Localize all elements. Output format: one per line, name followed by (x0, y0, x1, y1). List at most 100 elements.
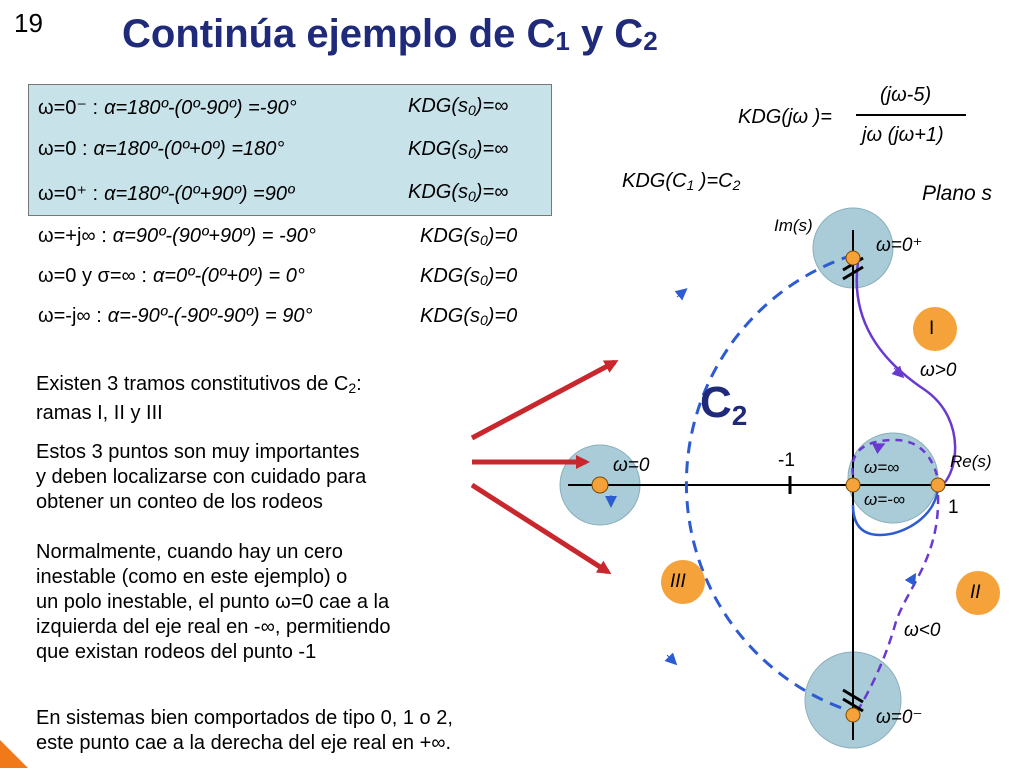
kdg-c1-end: )=C (694, 170, 733, 192)
re-axis-label: Re(s) (950, 452, 992, 471)
kdg-text: KDG(s (420, 305, 480, 327)
para4-line: En sistemas bien comportados de tipo 0, … (36, 707, 453, 729)
kdg-sub: 0 (480, 272, 488, 288)
badge-II (956, 571, 1000, 615)
point-winf (845, 477, 861, 493)
condition-row: ω=0⁻ :α=180º-(0º-90º) =-90° KDG(s0)=∞ (38, 95, 508, 120)
omega-condition: ω=+j∞ : (38, 225, 107, 247)
kdg-value: KDG(s0)=0 (420, 225, 517, 248)
badge-I (913, 307, 957, 351)
alpha-expression: α=0º-(0º+0º) = 0° (152, 265, 305, 287)
w0-label: ω=0 (613, 455, 650, 476)
omega-condition: ω=0⁺ : (38, 183, 99, 205)
kdg-end: )=∞ (475, 95, 509, 117)
formula-lhs: KDG(jω )= (738, 106, 832, 128)
kdg-c1-sub: 1 (686, 177, 695, 193)
branch-III-label: III (670, 571, 686, 592)
condition-row: ω=+j∞ :α=90º-(90º+90º) = -90° KDG(s0)=0 (38, 225, 517, 248)
kdg-sub: 0 (468, 188, 476, 204)
kdg-end: )=0 (487, 225, 518, 247)
point-one (930, 477, 946, 493)
wgt0-label: ω>0 (920, 360, 957, 381)
kdg-end: )=0 (487, 305, 518, 327)
omega-condition: ω=0 : (38, 138, 88, 160)
fraction-line (856, 114, 966, 116)
c2-text: C (700, 378, 732, 427)
title-sub-2: 2 (643, 26, 658, 56)
branch-II-dashed (856, 494, 940, 711)
alpha-expression: α=180º-(0º+90º) =90º (104, 183, 295, 205)
para1-sub: 2 (348, 380, 357, 396)
arrow-I-icon (891, 365, 905, 379)
c2-sub: 2 (731, 400, 748, 431)
point-w0plus (845, 250, 861, 266)
kdg-value: KDG(s0)=∞ (408, 181, 508, 204)
branch-III-dashed (684, 253, 854, 714)
para2-line: Estos 3 puntos son muy importantes (36, 441, 360, 463)
kdg-text: KDG(s (408, 95, 468, 117)
kdg-c1-text: KDG(C (622, 170, 687, 192)
para3-line: que existan rodeos del punto -1 (36, 641, 317, 663)
red-arrow-3 (470, 482, 612, 575)
kdg-text: KDG(s (408, 181, 468, 203)
para4-line: este punto cae a la derecha del eje real… (36, 732, 452, 754)
kdg-sub: 0 (468, 102, 476, 118)
break-mark-bottom (842, 688, 864, 713)
alpha-expression: α=-90º-(-90º-90º) = 90° (107, 305, 313, 327)
omega-condition: ω=0⁻ : (38, 97, 99, 119)
kdg-end: )=0 (487, 265, 518, 287)
arrow-inner-icon (871, 443, 886, 455)
title-text: Continúa ejemplo de C (122, 12, 556, 56)
kdg-c1-label: KDG(C1 )=C2 (622, 170, 740, 193)
para3-line: izquierda del eje real en -∞, permitiend… (36, 616, 391, 638)
alpha-expression: α=90º-(90º+90º) = -90° (112, 225, 316, 247)
kdg-text: KDG(s (420, 225, 480, 247)
branch-I-label: I (929, 318, 935, 339)
kdg-c1-sub2: 2 (732, 177, 741, 193)
one-label: 1 (948, 497, 959, 518)
omega-condition: ω=0 y σ=∞ : (38, 265, 147, 287)
slide-number: 19 (14, 8, 43, 38)
point-w0minus (845, 707, 861, 723)
para2-line: obtener un conteo de los rodeos (36, 491, 323, 513)
arrow-II-icon (904, 572, 917, 587)
highlight-box (28, 84, 552, 216)
kdg-value: KDG(s0)=0 (420, 265, 517, 288)
paragraph-2: Estos 3 puntos son muy importantes y deb… (36, 440, 366, 515)
paragraph-3: Normalmente, cuando hay un cero inestabl… (36, 540, 390, 665)
winf-label: ω=∞ (864, 458, 900, 477)
w0plus-label: ω=0⁺ (876, 235, 923, 256)
formula-numerator: (jω-5) (880, 84, 932, 106)
title-sub-1: 1 (555, 26, 570, 56)
im-axis-label: Im(s) (774, 216, 813, 235)
kdg-text: KDG(s (408, 138, 468, 160)
para3-line: un polo inestable, el punto ω=0 cae a la (36, 591, 390, 613)
para1-text: Existen 3 tramos constitutivos de C (36, 373, 349, 395)
kdg-value: KDG(s0)=0 (420, 305, 517, 328)
kdg-text: KDG(s (420, 265, 480, 287)
para2-line: y deben localizarse con cuidado para (36, 466, 367, 488)
para1-line2: ramas I, II y III (36, 402, 163, 424)
kdg-value: KDG(s0)=∞ (408, 138, 508, 161)
kdg-end: )=∞ (475, 181, 509, 203)
title-and: y C (569, 12, 644, 56)
point-w0 (591, 476, 609, 494)
alpha-expression: α=180º-(0º+0º) =180° (93, 138, 285, 160)
branch-inner-lower (851, 484, 940, 537)
condition-row: ω=-j∞ :α=-90º-(-90º-90º) = 90°KDG(s0)=0 (38, 305, 517, 328)
alpha-expression: α=180º-(0º-90º) =-90° (104, 97, 297, 119)
condition-row: ω=0⁺ :α=180º-(0º+90º) =90º KDG(s0)=∞ (38, 181, 508, 206)
formula-denominator: jω (jω+1) (862, 124, 944, 146)
c2-label: C2 (700, 378, 747, 432)
badge-III (661, 560, 705, 604)
w0minus-label: ω=0⁻ (876, 707, 923, 728)
kdg-value: KDG(s0)=∞ (408, 95, 508, 118)
page-title: Continúa ejemplo de C1 y C2 (122, 12, 658, 57)
plano-s-label: Plano s (922, 182, 993, 205)
corner-decoration (0, 740, 28, 768)
paragraph-4: En sistemas bien comportados de tipo 0, … (36, 706, 453, 756)
para1-colon: : (356, 373, 362, 395)
kdg-sub: 0 (480, 312, 488, 328)
kdg-end: )=∞ (475, 138, 509, 160)
